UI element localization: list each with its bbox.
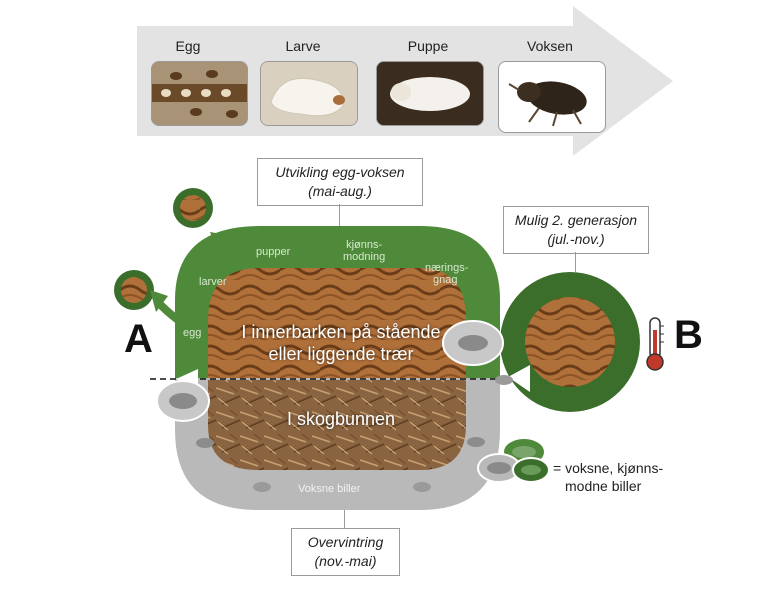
label-egg: egg (183, 327, 202, 339)
bark-text: I innerbarken på stående eller liggende … (216, 321, 466, 365)
label-naerings-line1: nærings- (425, 262, 469, 274)
development-connector (339, 204, 340, 226)
letter-b: B (674, 313, 703, 357)
egg-photo (151, 61, 248, 126)
label-kjonnsmodning: kjønns- modning (343, 239, 385, 263)
stage-label-voksen: Voksen (527, 38, 573, 54)
stage-label-puppe: Puppe (407, 38, 449, 54)
label-larver: larver (199, 276, 227, 288)
label-naerings-line2: gnag (433, 274, 458, 286)
legend-line2: modne biller (565, 478, 642, 494)
second-gen-period: (jul.-nov.) (547, 231, 605, 247)
bark-line1: I innerbarken på stående (241, 322, 441, 342)
second-gen-connector (575, 252, 576, 272)
label-kjonns-line1: kjønns- (346, 239, 383, 251)
overwintering-connector (344, 510, 345, 528)
bark-line2: eller liggende trær (268, 344, 414, 364)
pupa-photo (376, 61, 484, 126)
overwintering-callout: Overvintring (nov.-mai) (291, 528, 400, 576)
label-kjonns-line2: modning (343, 251, 386, 263)
stage-label-larve: Larve (285, 38, 321, 54)
thermometer-icon (646, 317, 664, 371)
label-naeringsgnag: nærings- gnag (425, 262, 468, 286)
label-pupper: pupper (256, 246, 291, 258)
forest-floor-text: I skogbunnen (286, 409, 396, 429)
second-generation-callout: Mulig 2. generasjon (jul.-nov.) (503, 206, 649, 254)
legend-text: = voksne, kjønns- modne biller (553, 459, 663, 495)
letter-a: A (124, 317, 153, 361)
label-voksne-biller: Voksne biller (298, 483, 361, 495)
development-title: Utvikling egg-voksen (275, 164, 405, 180)
second-gen-title: Mulig 2. generasjon (514, 212, 638, 228)
legend-line1: = voksne, kjønns- (553, 460, 664, 476)
development-period: (mai-aug.) (308, 183, 372, 199)
stage-label-egg: Egg (175, 38, 201, 54)
overwintering-title: Overvintring (307, 534, 384, 550)
larva-photo (260, 61, 358, 126)
development-callout: Utvikling egg-voksen (mai-aug.) (257, 158, 423, 206)
adult-beetle-photo (498, 61, 606, 133)
overwintering-period: (nov.-mai) (314, 553, 377, 569)
